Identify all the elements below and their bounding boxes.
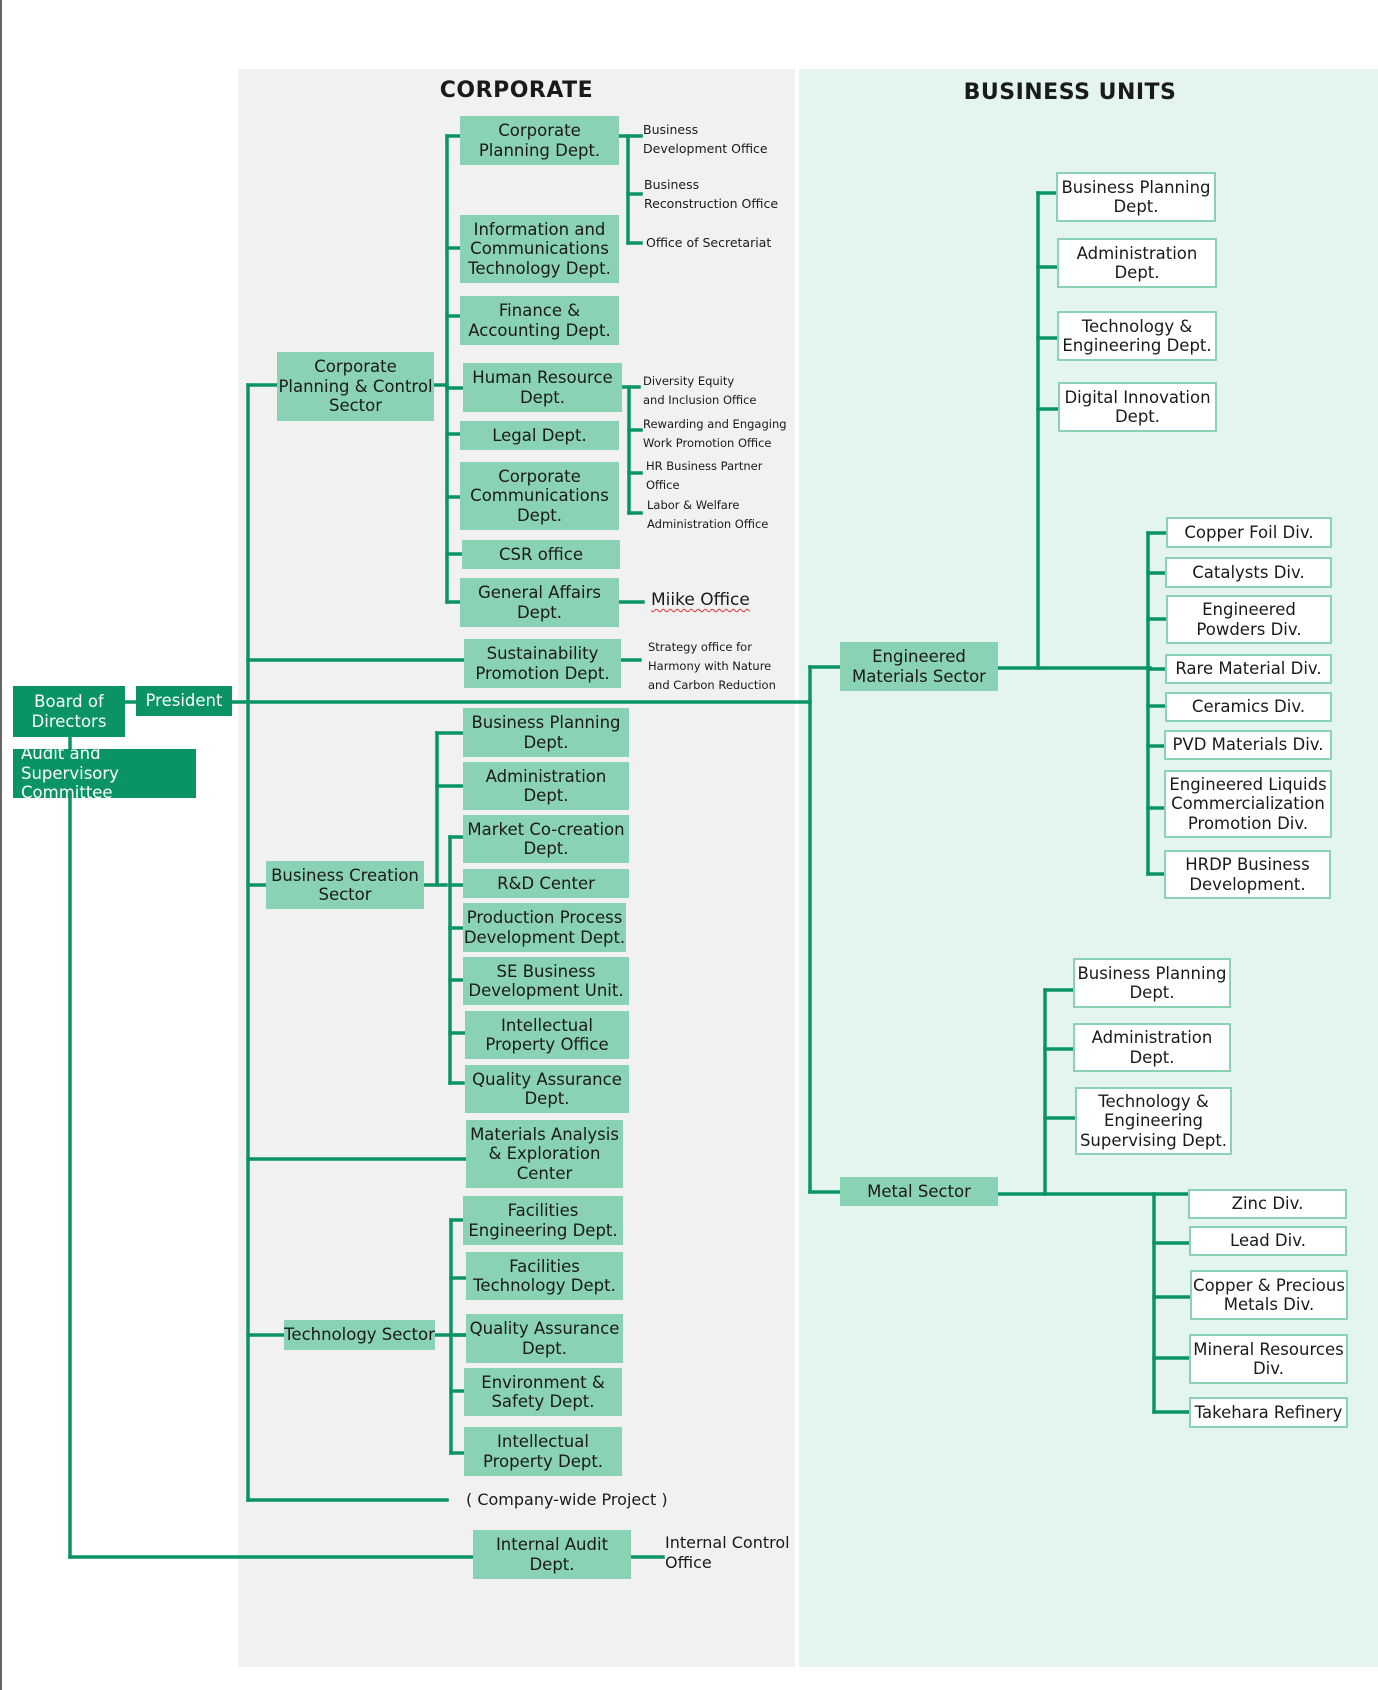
bc-administration-dept-box[interactable]: Administration Dept. <box>463 762 629 810</box>
takehara-refinery-text: Takehara Refinery <box>1194 1402 1343 1422</box>
em-technology-engineering-dept-box[interactable]: Technology & Engineering Dept. <box>1057 311 1217 361</box>
tech-quality-assurance-dept-box[interactable]: Quality Assurance Dept. <box>466 1314 623 1363</box>
metal-business-planning-dept-box[interactable]: Business Planning Dept. <box>1073 958 1231 1008</box>
strategy-office-label: Strategy office for Harmony with Nature … <box>648 640 776 692</box>
corporate-planning-dept-box[interactable]: Corporate Planning Dept. <box>460 116 619 165</box>
legal-dept-box[interactable]: Legal Dept. <box>460 421 619 450</box>
audit-supervisory-committee-box[interactable]: Audit and Supervisory Committee <box>13 744 196 802</box>
business-reconstruction-office-label: Business Reconstruction Office <box>644 177 779 211</box>
materials-analysis-center-box[interactable]: Materials Analysis & Exploration Center <box>466 1120 623 1188</box>
em-business-planning-dept-box[interactable]: Business Planning Dept. <box>1056 172 1216 222</box>
ict-dept-box[interactable]: Information and Communications Technolog… <box>460 215 619 283</box>
business-units-heading: BUSINESS UNITS <box>963 80 1177 105</box>
hrdp-business-development-box[interactable]: HRDP Business Development. <box>1164 850 1331 899</box>
business-creation-sector-box[interactable]: Business Creation Sector <box>266 861 424 909</box>
zinc-div-box[interactable]: Zinc Div. <box>1188 1189 1347 1219</box>
human-resource-dept-box[interactable]: Human Resource Dept. <box>463 363 622 412</box>
pvd-materials-div-box[interactable]: PVD Materials Div. <box>1164 730 1332 760</box>
company-wide-project-label: ( Company-wide Project ) <box>466 1490 668 1509</box>
tech-intellectual-property-dept-box[interactable]: Intellectual Property Dept. <box>464 1427 622 1476</box>
engineered-powders-div-box[interactable]: Engineered Powders Div. <box>1166 595 1332 644</box>
engineered-liquids-div-box[interactable]: Engineered Liquids Commercialization Pro… <box>1164 770 1332 838</box>
facilities-engineering-dept-box[interactable]: Facilities Engineering Dept. <box>463 1196 623 1245</box>
finance-accounting-dept-box[interactable]: Finance & Accounting Dept. <box>460 296 619 345</box>
corporate-planning-control-sector-box[interactable]: Corporate Planning & Control Sector <box>277 352 434 421</box>
rd-center-box[interactable]: R&D Center <box>463 869 629 898</box>
corporate-heading: CORPORATE <box>439 78 594 103</box>
copper-foil-div-box[interactable]: Copper Foil Div. <box>1166 517 1332 548</box>
bc-quality-assurance-dept-box[interactable]: Quality Assurance Dept. <box>465 1065 629 1113</box>
production-process-dept-box[interactable]: Production Process Development Dept. <box>463 903 626 952</box>
digital-innovation-dept-box[interactable]: Digital Innovation Dept. <box>1058 382 1217 432</box>
se-business-development-unit-box[interactable]: SE Business Development Unit. <box>463 957 629 1005</box>
em-administration-dept-box[interactable]: Administration Dept. <box>1057 238 1217 288</box>
office-of-secretariat-label: Office of Secretariat <box>646 235 772 250</box>
internal-audit-dept-box[interactable]: Internal Audit Dept. <box>473 1530 631 1579</box>
general-affairs-dept-box[interactable]: General Affairs Dept. <box>460 578 619 627</box>
dei-office-label: Diversity Equity and Inclusion Office <box>643 374 757 407</box>
window-left-edge <box>0 0 2 1690</box>
hr-business-partner-office-label: HR Business Partner Office <box>646 459 763 492</box>
bc-business-planning-dept-box[interactable]: Business Planning Dept. <box>463 708 629 757</box>
rare-material-div-box[interactable]: Rare Material Div. <box>1165 654 1332 684</box>
market-co-creation-dept-box[interactable]: Market Co-creation Dept. <box>463 815 629 863</box>
engineered-materials-sector-box[interactable]: Engineered Materials Sector <box>840 642 998 691</box>
facilities-technology-dept-box[interactable]: Facilities Technology Dept. <box>466 1252 623 1300</box>
business-development-office-label: Business Development Office <box>643 122 768 156</box>
catalysts-div-box[interactable]: Catalysts Div. <box>1165 557 1332 588</box>
board-of-directors-box[interactable]: Board of Directors <box>13 686 125 737</box>
miike-office-text: Miike Office <box>651 590 750 610</box>
labor-welfare-office-label: Labor & Welfare Administration Office <box>647 498 769 531</box>
president-box[interactable]: President <box>136 686 232 716</box>
miike-office-label: Miike Office <box>651 590 750 610</box>
environment-safety-dept-box[interactable]: Environment & Safety Dept. <box>464 1368 622 1416</box>
bc-intellectual-property-office-box[interactable]: Intellectual Property Office <box>465 1011 629 1059</box>
technology-sector-box[interactable]: Technology Sector <box>284 1320 435 1350</box>
lead-div-box[interactable]: Lead Div. <box>1189 1226 1347 1256</box>
takehara-refinery-box[interactable]: Takehara Refinery <box>1189 1397 1348 1428</box>
mineral-resources-div-box[interactable]: Mineral Resources Div. <box>1189 1334 1348 1384</box>
metal-administration-dept-box[interactable]: Administration Dept. <box>1073 1023 1231 1072</box>
corporate-communications-dept-box[interactable]: Corporate Communications Dept. <box>460 462 619 530</box>
ceramics-div-box[interactable]: Ceramics Div. <box>1165 692 1332 722</box>
copper-precious-metals-div-box[interactable]: Copper & Precious Metals Div. <box>1190 1270 1348 1320</box>
csr-office-box[interactable]: CSR office <box>462 540 620 569</box>
metal-sector-box[interactable]: Metal Sector <box>840 1177 998 1206</box>
metal-technology-engineering-supervising-dept-box[interactable]: Technology & Engineering Supervising Dep… <box>1075 1087 1232 1155</box>
sustainability-promotion-dept-box[interactable]: Sustainability Promotion Dept. <box>464 639 621 688</box>
internal-control-office-label: Internal Control Office <box>665 1533 790 1572</box>
rewarding-engaging-office-label: Rewarding and Engaging Work Promotion Of… <box>643 417 787 450</box>
